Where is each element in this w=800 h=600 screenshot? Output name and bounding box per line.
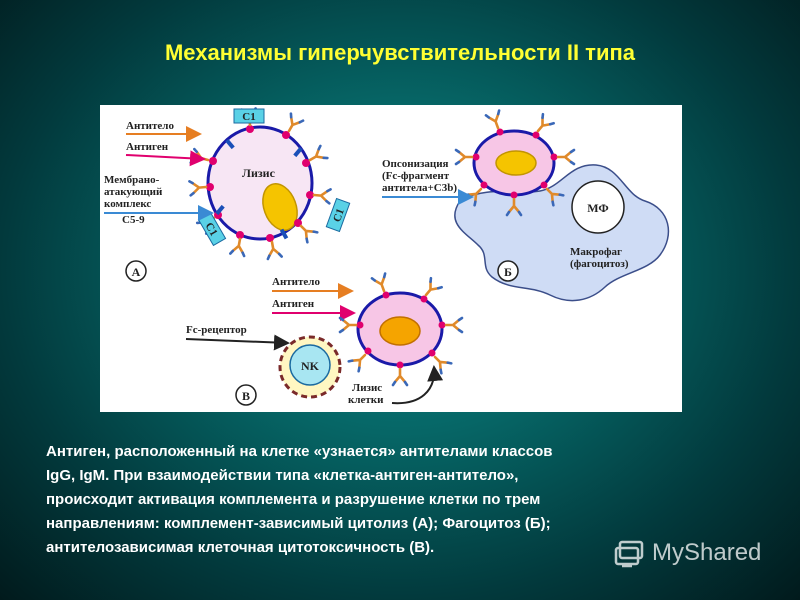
antigen-label-a: Антиген [126,141,169,153]
nk-cell: NK [278,335,342,399]
fc-receptor-arrow [185,334,290,351]
macrophage-nucleus [571,180,625,234]
svg-text:Мембрано-: Мембрано- [104,174,160,186]
macrophage-label-line2: (фагоцитоз) [570,258,629,270]
macrophage-label-line1: Макрофаг [570,246,622,258]
caption-line: происходит активация комплемента и разру… [46,491,541,508]
panel-a: С1 С1 С1 Лизис Антитело Антиген Мембрано… [104,107,351,282]
panel-c-letter: В [242,389,250,403]
panel-b-letter: Б [504,265,512,279]
svg-text:Лизис: Лизис [352,382,382,394]
watermark: MyShared [612,533,792,573]
svg-text:атакующий: атакующий [104,186,163,198]
svg-text:С1: С1 [203,221,220,239]
slide-title: Механизмы гиперчувствительности II типа [164,40,635,65]
svg-text:С5-9: С5-9 [122,214,145,226]
macrophage-code-label: МФ [587,201,608,215]
panel-c-letter-circle [235,384,257,406]
caption-line: антителозависимая клеточная цитотоксично… [46,539,435,556]
svg-text:С1: С1 [331,207,347,224]
antigen-arrow-a [125,150,206,167]
svg-text:NK: NK [301,359,320,373]
caption-line: IgG, IgM. При взаимодействии типа «клетк… [46,467,519,484]
svg-text:комплекс: комплекс [104,198,151,210]
antibody-label-c: Антитело [272,276,320,288]
target-cell-b [472,129,556,197]
panel-c: Антитело Антиген Fc-рецептор [185,272,464,406]
panel-b-letter-circle [497,260,519,282]
svg-text:Опсонизация: Опсонизация [382,158,449,170]
mac-label-a: Мембрано- атакующий комплекс С5-9 [104,174,163,226]
fc-receptor-label: Fc-рецептор [186,324,247,336]
lysis-label-a: Лизис [242,166,276,180]
antigen-dots-b [472,128,558,199]
target-cell-c [356,291,444,367]
c1-box-right: С1 [325,197,351,233]
antigen-label-c: Антиген [272,298,315,310]
svg-text:(Fc-фрагмент: (Fc-фрагмент [382,170,450,182]
svg-text:С1: С1 [242,111,255,123]
diagram-figure: С1 С1 С1 Лизис Антитело Антиген Мембрано… [100,105,682,412]
antigen-dots-c [356,291,446,369]
panel-a-letter: А [132,265,141,279]
cell-lysis-arrow [391,365,444,405]
c1-box-top: С1 [233,108,265,124]
svg-text:антитела+С3b): антитела+С3b) [382,182,457,194]
panel-b: МФ Макрофаг (фагоцитоз) [382,109,670,302]
svg-text:клетки: клетки [348,394,384,406]
watermark-text: MyShared [652,539,762,566]
target-cell-a [206,125,314,241]
cell-lysis-label: Лизис клетки [348,382,384,406]
antibody-label-a: Антитело [126,120,174,132]
caption-line: Антиген, расположенный на клетке «узнает… [46,443,553,460]
myshared-logo-icon [614,540,644,568]
mac-pores-a [215,138,303,240]
slide-caption: Антиген, расположенный на клетке «узнает… [46,440,736,560]
panel-a-letter-circle [125,260,147,282]
caption-line: направлениям: комплемент-зависимый цитол… [46,515,551,532]
opsonization-label: Опсонизация (Fc-фрагмент антитела+С3b) [382,158,457,194]
